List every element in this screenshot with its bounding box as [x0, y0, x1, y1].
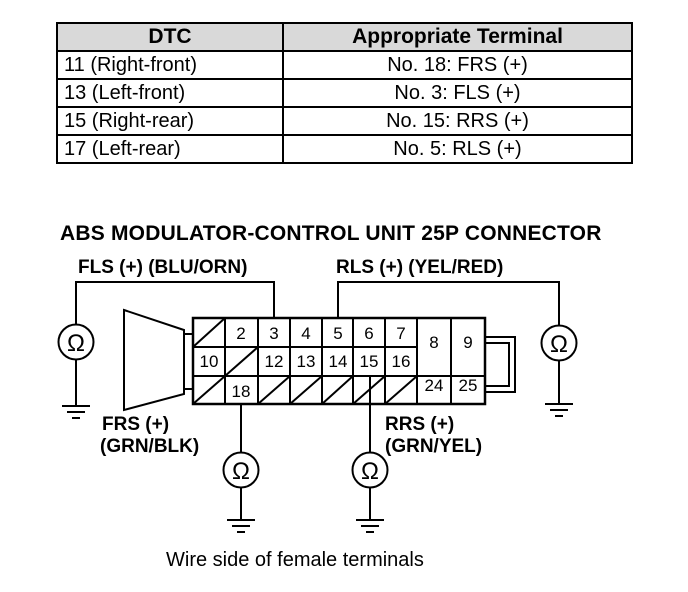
terminal-number: 3 — [269, 324, 278, 343]
fls-label: FLS (+) (BLU/ORN) — [78, 257, 247, 278]
ohmmeter-frs-icon — [222, 451, 260, 489]
terminal-number: 4 — [301, 324, 310, 343]
dtc-table: DTC Appropriate Terminal 11 (Right-front… — [56, 22, 633, 164]
terminal-number: 24 — [425, 376, 444, 395]
terminal-number: 15 — [360, 352, 379, 371]
table-header-row: DTC Appropriate Terminal — [56, 22, 633, 52]
terminal-cell: No. 5: RLS (+) — [282, 134, 633, 164]
terminal-number: 18 — [232, 382, 251, 401]
terminal-cell: No. 15: RRS (+) — [282, 106, 633, 136]
terminal-number: 12 — [265, 352, 284, 371]
connector-lock-tab — [123, 308, 185, 412]
dtc-cell: 17 (Left-rear) — [56, 134, 284, 164]
diagram-caption: Wire side of female terminals — [166, 549, 424, 571]
dtc-cell: 15 (Right-rear) — [56, 106, 284, 136]
diagram-title: ABS MODULATOR-CONTROL UNIT 25P CONNECTOR — [60, 222, 602, 245]
terminal-number: 13 — [297, 352, 316, 371]
terminal-number: 10 — [200, 352, 219, 371]
table-row: 15 (Right-rear) No. 15: RRS (+) — [56, 106, 633, 136]
ohm-symbol: Ω — [67, 330, 85, 357]
ohmmeter-rls-icon — [540, 324, 578, 362]
terminal-number: 16 — [392, 352, 411, 371]
terminal-number: 7 — [396, 324, 405, 343]
terminal-cell: No. 3: FLS (+) — [282, 78, 633, 108]
terminal-number: 5 — [333, 324, 342, 343]
terminal-number: 6 — [364, 324, 373, 343]
header-dtc: DTC — [56, 22, 284, 52]
terminal-number: 8 — [429, 333, 438, 352]
frs-label-line2: (GRN/BLK) — [100, 436, 199, 457]
rrs-label-line1: RRS (+) — [385, 414, 454, 435]
frs-label-line1: FRS (+) — [102, 414, 169, 435]
ohmmeter-fls-icon — [57, 323, 95, 361]
terminal-number: 9 — [463, 333, 472, 352]
rrs-label-line2: (GRN/YEL) — [385, 436, 482, 457]
ohmmeter-rrs-icon — [351, 451, 389, 489]
dtc-cell: 13 (Left-front) — [56, 78, 284, 108]
terminal-number: 14 — [329, 352, 348, 371]
terminal-number: 2 — [236, 324, 245, 343]
terminal-cell: No. 18: FRS (+) — [282, 50, 633, 80]
header-terminal: Appropriate Terminal — [282, 22, 633, 52]
rls-label: RLS (+) (YEL/RED) — [336, 257, 503, 278]
table-row: 17 (Left-rear) No. 5: RLS (+) — [56, 134, 633, 164]
table-row: 11 (Right-front) No. 18: FRS (+) — [56, 50, 633, 80]
ohm-symbol: Ω — [361, 458, 379, 485]
table-row: 13 (Left-front) No. 3: FLS (+) — [56, 78, 633, 108]
ohm-symbol: Ω — [232, 458, 250, 485]
dtc-cell: 11 (Right-front) — [56, 50, 284, 80]
ohm-symbol: Ω — [550, 331, 568, 358]
terminal-number: 25 — [459, 376, 478, 395]
